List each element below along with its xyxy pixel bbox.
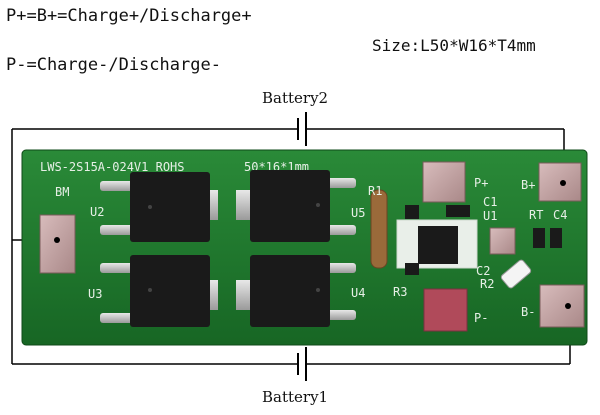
battery1-wiring (11, 240, 571, 365)
p-plus-pad (422, 161, 466, 203)
label-u3: U3 (88, 287, 102, 301)
bm-pad (39, 214, 76, 274)
battery2-label: Battery2 (262, 89, 329, 107)
u1-pad (489, 227, 516, 255)
mosfet-u3 (100, 255, 218, 327)
mosfet-u4 (236, 255, 356, 327)
label-u5: U5 (351, 206, 365, 220)
b-minus-pad (539, 284, 585, 328)
label-p-plus: P+ (474, 176, 488, 190)
label-r1: R1 (368, 184, 382, 198)
label-b-minus: B- (521, 305, 535, 319)
mosfet-u5 (236, 170, 356, 242)
label-p-minus: P- (474, 311, 488, 325)
label-rt: RT (529, 208, 543, 222)
battery2-symbol (297, 112, 307, 146)
mosfet-u2 (100, 172, 218, 242)
b-plus-pad (538, 162, 582, 202)
label-r2: R2 (480, 277, 494, 291)
label-c1: C1 (483, 195, 497, 209)
pin-definition-negative: P-=Charge-/Discharge- (6, 55, 221, 75)
label-r3: R3 (393, 285, 407, 299)
label-c4: C4 (553, 208, 567, 222)
label-u2: U2 (90, 205, 104, 219)
label-b-plus: B+ (521, 178, 535, 192)
p-minus-pad (423, 288, 468, 332)
silkscreen-header: LWS-2S15A-024V1 ROHS (40, 160, 185, 174)
control-ic (418, 226, 458, 264)
thermistor (500, 259, 532, 289)
label-u4: U4 (351, 286, 365, 300)
label-bm: BM (55, 185, 69, 199)
label-c2: C2 (476, 264, 490, 278)
battery1-symbol (297, 347, 307, 381)
pin-definition-positive: P+=B+=Charge+/Discharge+ (6, 6, 252, 26)
sense-resistor-trace (370, 189, 388, 269)
battery1-label: Battery1 (262, 388, 329, 406)
label-u1: U1 (483, 209, 497, 223)
board-size-label: Size:L50*W16*T4mm (372, 36, 536, 55)
